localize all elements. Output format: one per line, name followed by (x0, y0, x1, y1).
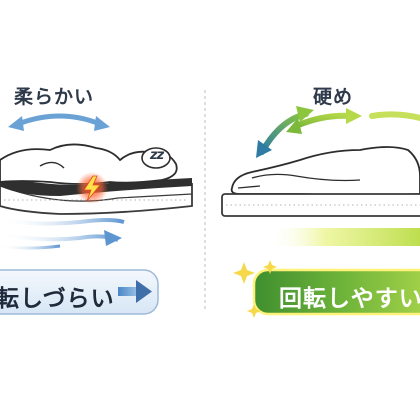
lightning-pain-icon (76, 172, 108, 204)
soft-result-label: 転しづらい (0, 286, 115, 312)
arrow-right-icon (118, 280, 152, 303)
firm-title: 硬め (313, 86, 354, 108)
firm-support-glow (268, 228, 420, 246)
soft-sink-waves (0, 218, 125, 250)
sleeping-zz-label: zz (150, 148, 164, 163)
sparkle-icon (233, 260, 277, 318)
soft-sleeper (0, 143, 178, 185)
soft-title: 柔らかい (14, 86, 95, 108)
firm-mattress (221, 193, 420, 217)
firm-rotation-arrows (256, 106, 420, 158)
soft-rotation-arrow (8, 113, 110, 131)
soft-result-pill (0, 269, 159, 315)
firm-result-label: 回転しやすい (279, 286, 420, 312)
firm-result-pill (252, 268, 420, 316)
